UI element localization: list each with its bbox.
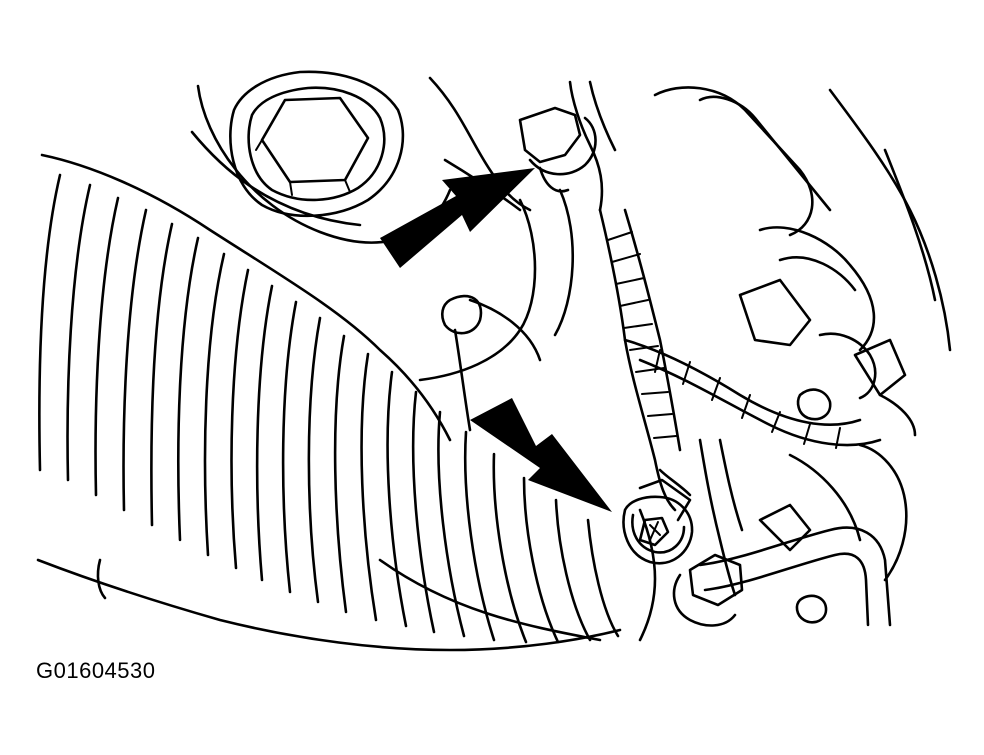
lower-arrow-icon: [470, 398, 612, 512]
lower-connector-icon: [622, 468, 694, 565]
figure-code: G01604530: [36, 658, 156, 683]
bracket-assembly: [653, 86, 952, 582]
hex-plug-icon: [229, 70, 405, 218]
upper-connector-icon: [518, 80, 617, 212]
steering-boot-icon: [36, 153, 622, 652]
hose-icon: [418, 188, 574, 432]
hex-nut-icon: [672, 553, 744, 627]
brake-line-icon: [698, 526, 892, 627]
upper-arrow-icon: [380, 168, 535, 268]
